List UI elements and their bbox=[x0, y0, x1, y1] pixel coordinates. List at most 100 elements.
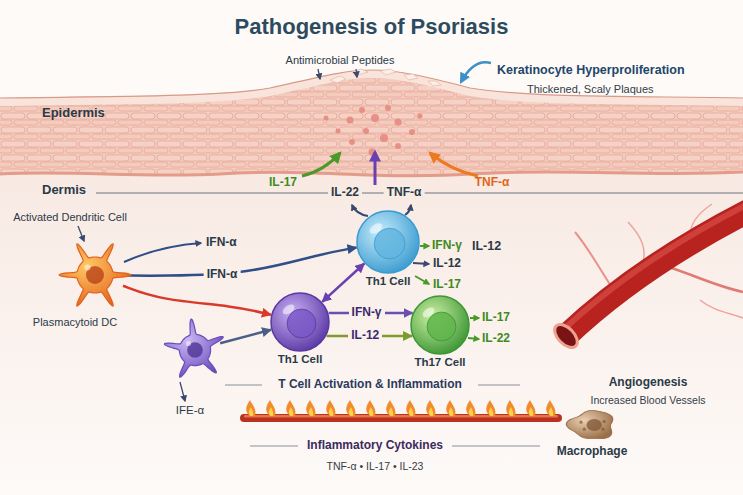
inflammation-flames bbox=[306, 400, 315, 416]
hyperproliferation-cluster bbox=[371, 114, 379, 122]
connector-arrow bbox=[322, 264, 364, 302]
callout-heading: Keratinocyte Hyperproliferation bbox=[497, 63, 685, 77]
cytokine-arrows bbox=[468, 338, 479, 339]
plasmacytoid-cell: Plasmacytoid DC bbox=[169, 324, 221, 376]
shape-part bbox=[59, 244, 131, 306]
cell-label: Th17 Cell bbox=[414, 356, 465, 369]
shape-part bbox=[374, 228, 405, 259]
macrophage-cell: Macrophage bbox=[567, 409, 617, 441]
cytokine-label: IFE-α bbox=[176, 404, 204, 417]
epidermis-layer bbox=[0, 70, 743, 176]
cytokine-arrows bbox=[78, 62, 491, 401]
vessel-heading: Angiogenesis bbox=[609, 376, 688, 390]
blood-vessel bbox=[566, 205, 743, 336]
shape-part bbox=[287, 309, 316, 338]
hyperproliferation-cluster bbox=[385, 105, 391, 111]
hyperproliferation-cluster bbox=[349, 139, 355, 145]
inflammation-flames bbox=[346, 400, 355, 416]
shape-part bbox=[583, 428, 586, 431]
connector-arrow bbox=[220, 330, 271, 344]
heading-rules bbox=[250, 446, 298, 447]
cytokine-label: IFN-α bbox=[206, 236, 237, 250]
hyperproliferation-cluster bbox=[409, 129, 415, 135]
section-heading: T Cell Activation & Inflammation bbox=[278, 378, 462, 392]
shape-part bbox=[411, 296, 469, 354]
cytokine-arrows bbox=[415, 276, 429, 284]
layer-label: Dermis bbox=[42, 183, 86, 198]
blood-vessel bbox=[551, 200, 743, 352]
hyperproliferation-cluster bbox=[359, 107, 365, 113]
inflammation-flames bbox=[446, 400, 455, 416]
inflammation-flames bbox=[466, 400, 475, 416]
cytokine-arrows bbox=[461, 62, 491, 82]
dermis-ground bbox=[0, 160, 743, 495]
macrophage-cell-shape bbox=[567, 409, 617, 441]
hyperproliferation-cluster bbox=[324, 116, 329, 121]
cytokine-arrows bbox=[180, 382, 185, 401]
connector-arrow bbox=[125, 248, 356, 276]
cell-label: Macrophage bbox=[557, 445, 628, 459]
cytokine-label: IL-17 bbox=[269, 176, 297, 190]
cytokine-label: IL-17 bbox=[433, 278, 461, 292]
scale-flakes bbox=[352, 69, 368, 75]
cytokine-arrows bbox=[470, 317, 479, 319]
heading-rules bbox=[452, 446, 540, 447]
cytokine-arrows bbox=[302, 153, 340, 176]
shape-part bbox=[411, 296, 469, 354]
blood-vessel bbox=[562, 200, 743, 331]
hyperproliferation-cluster bbox=[395, 119, 402, 126]
vessel-note: Increased Blood Vessels bbox=[591, 394, 706, 406]
inflammation-flames bbox=[246, 400, 255, 416]
shape-part bbox=[601, 428, 604, 431]
scale-flakes bbox=[404, 74, 418, 80]
shape-part bbox=[427, 312, 456, 341]
cytokine-label: IL-12 bbox=[472, 239, 501, 253]
inflammation-flames bbox=[526, 400, 535, 416]
shape-part bbox=[186, 341, 191, 346]
inflammation-flames bbox=[506, 400, 515, 416]
th1-cell: Th1 Cell bbox=[356, 210, 420, 274]
cytokine-arrows bbox=[430, 153, 478, 176]
inflammation-flames bbox=[266, 400, 275, 416]
hyperproliferation-cluster bbox=[380, 134, 388, 142]
shape-part bbox=[271, 293, 329, 351]
shape-part bbox=[357, 211, 419, 273]
shape-part bbox=[59, 244, 131, 306]
dendritic-cell-shape bbox=[65, 245, 125, 305]
cytokine-label: IL-17 bbox=[482, 311, 510, 325]
cytokine-arrows bbox=[405, 205, 411, 215]
epidermis-layer bbox=[0, 74, 743, 102]
layer-label: Epidermis bbox=[42, 106, 105, 121]
cytokine-arrows bbox=[318, 69, 320, 79]
cytokine-arrows bbox=[413, 263, 429, 264]
scale-flakes bbox=[330, 69, 441, 86]
scale-flakes bbox=[380, 69, 396, 75]
cell-label: Th1 Cell bbox=[366, 275, 411, 288]
cytokine-arrows bbox=[374, 152, 377, 185]
inflammation-flames bbox=[326, 400, 335, 416]
inflammation-flames bbox=[366, 400, 375, 416]
shape-part bbox=[164, 319, 223, 377]
th17-cell-shape bbox=[410, 295, 470, 355]
callout-label: Antimicrobial Peptides bbox=[286, 54, 395, 67]
shape-part bbox=[281, 302, 296, 316]
th1-cell-shape bbox=[356, 210, 420, 274]
inflammation-flames bbox=[546, 400, 555, 416]
edge-label: IFN-α bbox=[204, 268, 241, 282]
inflammation-flames bbox=[240, 400, 562, 422]
section-heading: Inflammatory Cytokines bbox=[307, 439, 443, 453]
hyperproliferation-cluster bbox=[418, 114, 423, 119]
shape-part bbox=[357, 211, 419, 273]
dendritic-cell: Activated Dendritic Cell bbox=[65, 245, 125, 305]
connector-arrow bbox=[123, 286, 271, 315]
scale-flakes bbox=[428, 81, 441, 86]
blood-vessel bbox=[551, 320, 582, 351]
hyperproliferation-cluster bbox=[324, 105, 423, 156]
inflammation-flames bbox=[486, 400, 495, 416]
cytokine-label: TNF-α bbox=[475, 176, 510, 190]
heading-rules bbox=[478, 385, 520, 386]
hyperproliferation-cluster bbox=[395, 143, 401, 149]
th1-cell-shape bbox=[270, 292, 330, 352]
